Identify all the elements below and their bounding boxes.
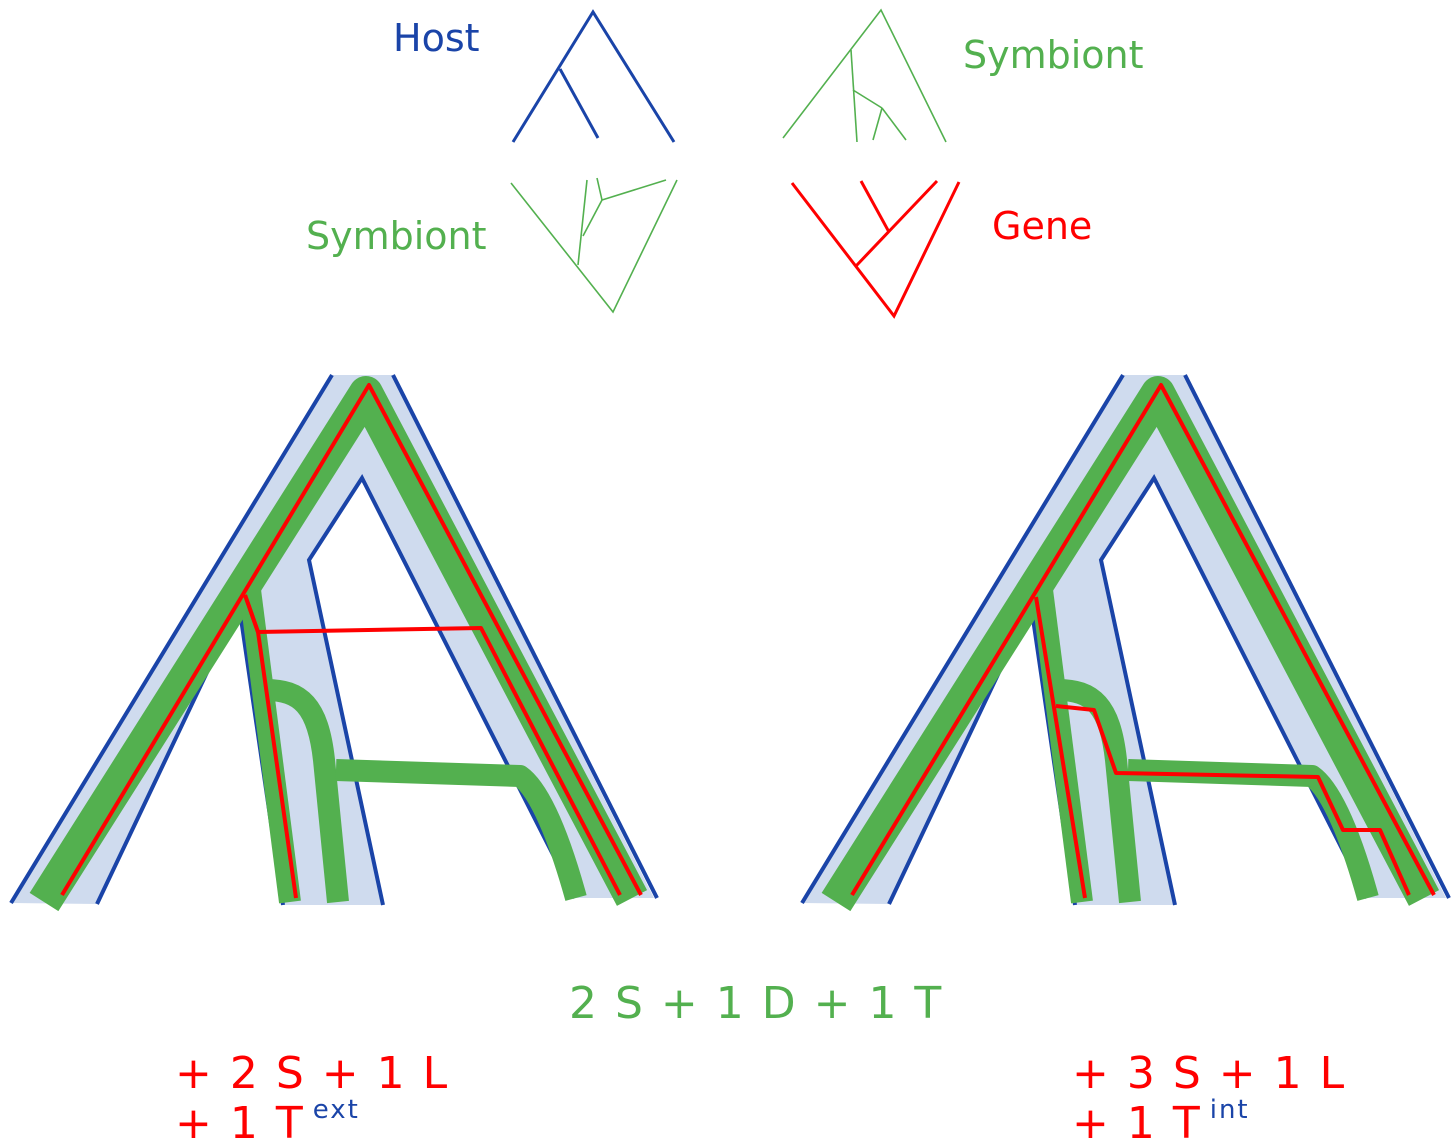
gene-tree-small (790, 179, 961, 319)
gene-label: Gene (992, 204, 1093, 248)
symbiont-label-top: Symbiont (963, 33, 1144, 77)
symbiont-tree-small-left (510, 177, 678, 314)
host-label: Host (393, 16, 480, 60)
symbiont-event-count: 2 S + 1 D + 1 T (569, 978, 944, 1029)
right-transfer-type: int (1209, 1095, 1250, 1125)
gene-tree-path (850, 383, 1436, 899)
left-gene-event-count: + 2 S + 1 L (175, 1048, 450, 1099)
reconciliation-right (800, 373, 1451, 912)
right-transfer-label: + 1 T (1072, 1098, 1202, 1145)
left-transfer-type: ext (312, 1095, 360, 1125)
gene-tree-path (60, 383, 643, 899)
symbiont-tree-small-top (782, 8, 947, 143)
host-tree-small (511, 9, 676, 143)
symbiont-label-left: Symbiont (306, 214, 487, 258)
reconciliation-left (9, 373, 659, 912)
right-gene-event-count: + 3 S + 1 L (1072, 1048, 1347, 1099)
left-transfer-label: + 1 T (175, 1098, 305, 1145)
